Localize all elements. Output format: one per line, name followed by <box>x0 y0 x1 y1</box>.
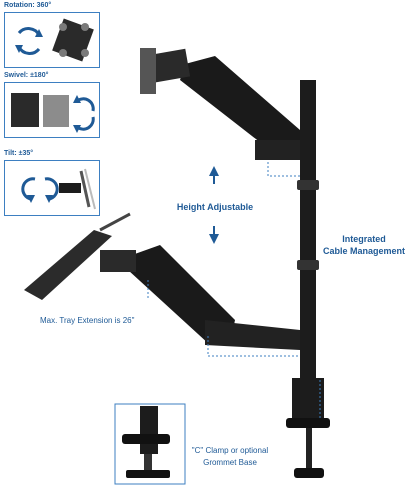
rotation-title: Rotation: 360° <box>4 2 52 9</box>
tray-extension-label: Max. Tray Extension is 26" <box>40 316 135 325</box>
cable-management-label-line1: Integrated <box>342 234 386 244</box>
clamp-label-line2: Grommet Base <box>203 458 257 467</box>
clamp-inset <box>114 403 186 485</box>
vesa-plate-icon <box>52 18 94 62</box>
height-adjustable-label: Height Adjustable <box>176 202 254 212</box>
pole <box>300 80 316 380</box>
laptop-tray <box>24 212 131 300</box>
clamp-base <box>286 378 330 478</box>
down-arrow-icon <box>209 226 219 244</box>
vesa-plate-icon <box>11 93 69 127</box>
up-arrow-icon <box>209 166 219 184</box>
swivel-illustration <box>11 93 95 133</box>
rotation-illustration <box>15 18 94 62</box>
rotation-panel <box>4 12 100 68</box>
lower-arm <box>100 245 300 350</box>
swivel-panel <box>4 82 100 138</box>
upper-arm <box>140 48 300 160</box>
swivel-title: Swivel: ±180° <box>4 72 49 79</box>
tilt-panel <box>4 160 100 216</box>
clamp-label-line1: "C" Clamp or optional <box>191 446 269 455</box>
tilt-illustration <box>21 168 96 210</box>
cable-management-label-line2: Cable Management <box>322 246 406 256</box>
tilt-arrows-icon <box>21 177 59 201</box>
tilt-title: Tilt: ±35° <box>4 150 34 157</box>
